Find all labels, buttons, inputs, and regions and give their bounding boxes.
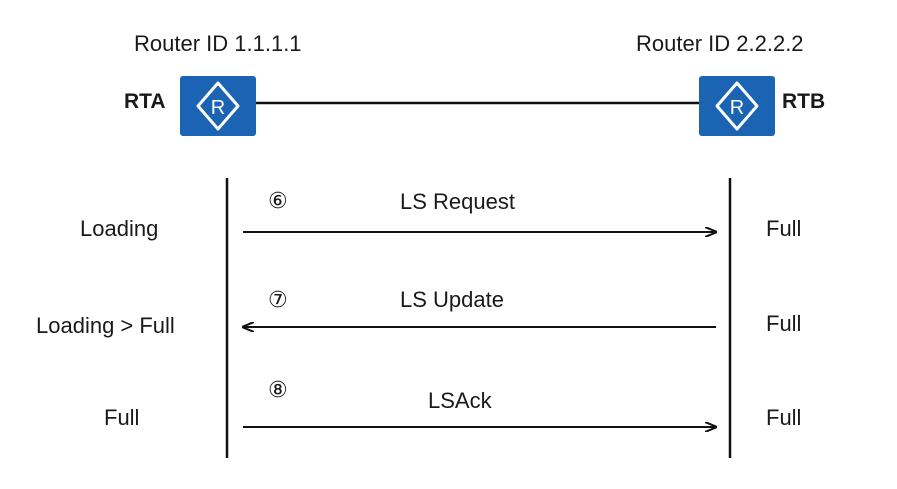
message-label: LSAck [428,388,492,413]
rta-router-letter: R [211,97,225,119]
rtb-state: Full [766,405,802,430]
rta-name: RTA [124,90,166,113]
message-label: LS Request [400,189,515,214]
rtb-router-letter: R [730,97,744,119]
rtb-router-id: Router ID 2.2.2.2 [636,31,804,56]
rtb-name: RTB [782,90,826,113]
rta-router-id: Router ID 1.1.1.1 [134,31,302,56]
rta-state: Loading [80,216,159,241]
rta-state: Loading > Full [36,313,175,338]
rta-router-icon: R [180,76,256,136]
step-number: ⑥ [268,188,288,213]
rtb-state: Full [766,311,802,336]
rtb-state: Full [766,216,802,241]
step-number: ⑧ [268,377,288,402]
rta-state: Full [104,405,140,430]
rtb-router-icon: R [699,76,775,136]
message-label: LS Update [400,287,504,312]
step-number: ⑦ [268,287,288,312]
